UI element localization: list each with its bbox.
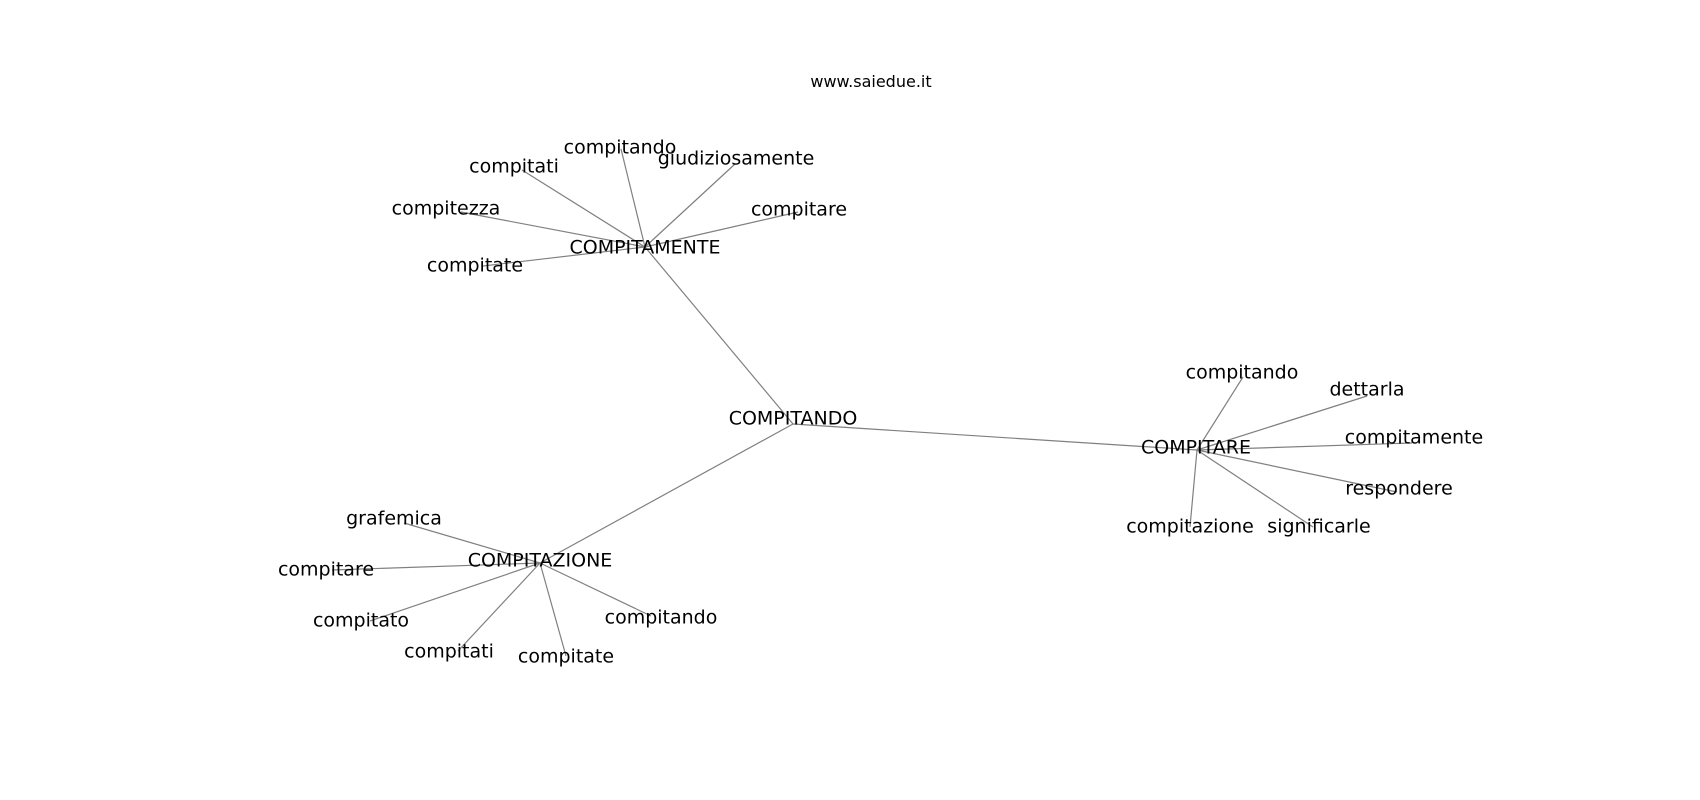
leaf-node-label: dettarla	[1329, 379, 1404, 401]
edge-hub-to-leaf	[1196, 449, 1314, 528]
edge-center-to-hub	[539, 423, 794, 564]
edge-center-to-hub	[644, 246, 794, 425]
leaf-node-label: compitare	[278, 559, 374, 581]
leaf-node-label: compitando	[564, 137, 677, 159]
edge-hub-to-leaf	[644, 163, 736, 248]
leaf-node-label: grafemica	[346, 508, 442, 530]
leaf-node-label: respondere	[1345, 478, 1453, 500]
edge-hub-to-leaf	[482, 246, 646, 267]
graph-edges	[331, 148, 1413, 657]
leaf-node-label: compitato	[313, 610, 409, 632]
leaf-node-label: compitando	[605, 607, 718, 629]
edge-hub-to-leaf	[369, 562, 541, 622]
hub-node-label: COMPITAMENTE	[569, 237, 720, 259]
leaf-node-label: compitamente	[1345, 427, 1483, 449]
center-node-label: COMPITANDO	[729, 408, 858, 430]
edge-hub-to-leaf	[620, 148, 646, 248]
hub-node-label: COMPITAZIONE	[468, 550, 613, 572]
edge-hub-to-leaf	[1196, 442, 1413, 451]
edge-hub-to-leaf	[331, 562, 541, 571]
leaf-node-label: significarle	[1267, 516, 1370, 538]
edge-hub-to-leaf	[457, 562, 541, 652]
edge-hub-to-leaf	[539, 562, 567, 657]
watermark-text: www.saiedue.it	[810, 72, 932, 91]
leaf-node-label: compitazione	[1126, 516, 1254, 538]
edge-hub-to-leaf	[1196, 376, 1244, 451]
leaf-node-label: giudiziosamente	[658, 148, 815, 170]
leaf-node-label: compitati	[404, 641, 494, 663]
edge-hub-to-leaf	[539, 562, 652, 617]
leaf-node-label: compitate	[427, 255, 523, 277]
hub-node-label: COMPITARE	[1141, 437, 1251, 459]
leaf-node-label: compitati	[469, 156, 559, 178]
leaf-node-label: compitando	[1186, 362, 1299, 384]
edge-center-to-hub	[792, 423, 1198, 451]
edge-hub-to-leaf	[460, 211, 646, 248]
leaf-node-label: compitezza	[392, 198, 501, 220]
graph-labels: COMPITANDOCOMPITAMENTEcompitaticompitand…	[278, 137, 1483, 668]
edge-hub-to-leaf	[1189, 449, 1198, 528]
edge-hub-to-leaf	[1196, 395, 1368, 451]
leaf-node-label: compitare	[751, 199, 847, 221]
edge-hub-to-leaf	[644, 211, 799, 248]
edge-hub-to-leaf	[1196, 449, 1398, 493]
edge-hub-to-leaf	[403, 522, 541, 564]
leaf-node-label: compitate	[518, 646, 614, 668]
edge-hub-to-leaf	[521, 169, 646, 248]
